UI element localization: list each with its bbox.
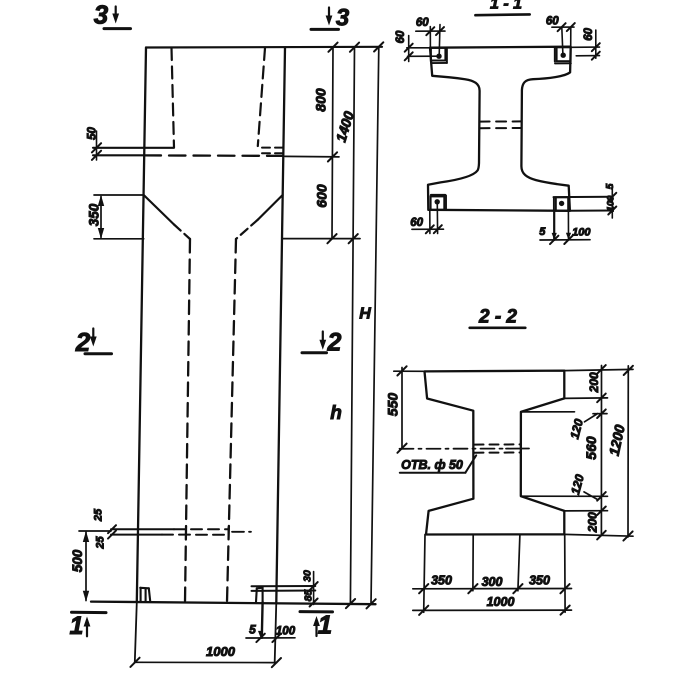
svg-text:1000: 1000: [206, 644, 236, 659]
svg-text:1: 1: [70, 612, 84, 640]
svg-text:100: 100: [605, 195, 616, 212]
svg-text:350: 350: [529, 573, 550, 587]
svg-text:100: 100: [572, 226, 591, 238]
svg-text:3: 3: [94, 0, 109, 29]
svg-text:1000: 1000: [487, 595, 515, 609]
svg-text:2 - 2: 2 - 2: [478, 307, 517, 328]
svg-text:550: 550: [385, 393, 401, 417]
svg-text:560: 560: [583, 436, 599, 460]
svg-text:1 - 1: 1 - 1: [490, 0, 522, 13]
svg-text:350: 350: [431, 573, 452, 587]
svg-text:2: 2: [327, 329, 342, 357]
svg-text:25: 25: [94, 536, 106, 550]
svg-text:25: 25: [92, 508, 104, 522]
svg-text:3: 3: [336, 4, 350, 31]
svg-text:350: 350: [87, 203, 102, 226]
svg-text:5: 5: [249, 623, 256, 637]
svg-text:60: 60: [410, 217, 423, 229]
svg-text:30: 30: [301, 570, 313, 582]
svg-text:100: 100: [276, 626, 296, 638]
svg-text:60: 60: [416, 17, 429, 29]
svg-text:300: 300: [482, 575, 503, 589]
svg-text:60: 60: [546, 16, 559, 28]
svg-text:120: 120: [568, 473, 587, 496]
svg-text:600: 600: [314, 184, 330, 208]
svg-text:60: 60: [395, 30, 407, 43]
svg-text:120: 120: [567, 417, 586, 440]
svg-text:800: 800: [313, 88, 329, 112]
svg-text:5: 5: [539, 226, 546, 238]
svg-text:h: h: [330, 403, 342, 424]
svg-text:1200: 1200: [606, 423, 628, 457]
svg-text:60: 60: [583, 27, 595, 40]
svg-text:50: 50: [87, 127, 99, 140]
svg-text:5: 5: [605, 183, 616, 189]
svg-text:H: H: [359, 306, 371, 323]
svg-text:200: 200: [587, 372, 601, 393]
svg-text:85: 85: [302, 590, 314, 602]
svg-text:200: 200: [585, 512, 599, 533]
svg-text:500: 500: [70, 549, 85, 572]
svg-text:ОТВ. ф 50: ОТВ. ф 50: [401, 458, 463, 472]
svg-text:1: 1: [318, 609, 332, 639]
svg-text:2: 2: [75, 327, 91, 357]
